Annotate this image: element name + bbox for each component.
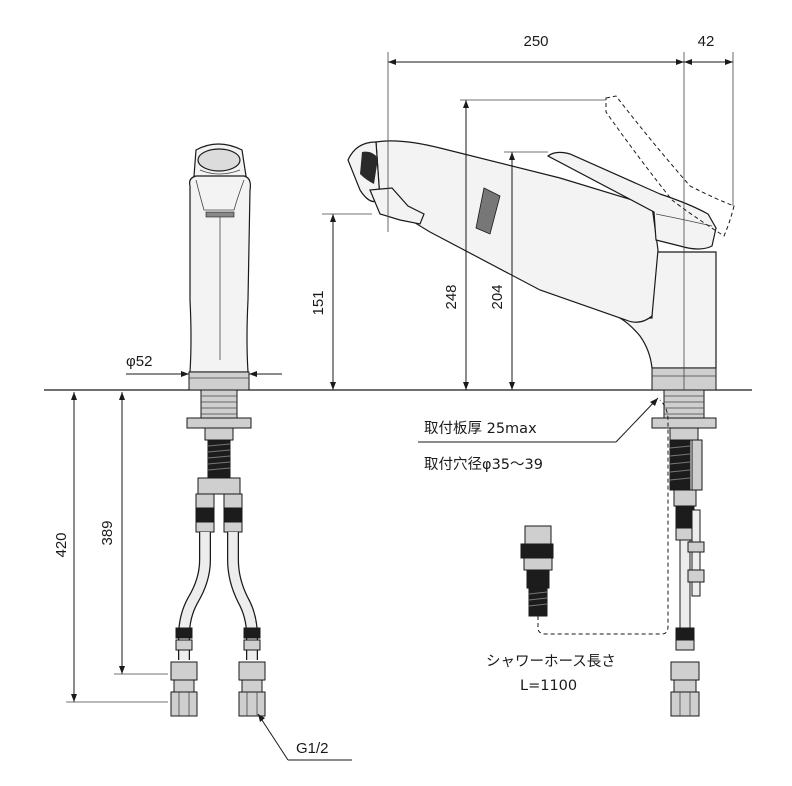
side-view — [347, 95, 735, 717]
dim-spout-height: 151 — [310, 213, 372, 390]
front-base-ring — [188, 371, 250, 391]
side-nut — [670, 661, 700, 681]
side-spout — [375, 140, 659, 323]
dim-handle-offset-label: 42 — [698, 33, 715, 50]
thread-size-label: G1/2 — [296, 740, 329, 757]
thread-callout: G1/2 — [257, 713, 352, 761]
dim-hose-total-label: 420 — [53, 532, 70, 557]
shower-hose-path — [537, 399, 669, 635]
shower-hose-accessory — [520, 399, 669, 635]
dim-base-diameter: φ52 — [126, 353, 282, 377]
dim-spout-height-label: 151 — [310, 290, 327, 315]
dim-hose-total: 420 — [53, 392, 168, 703]
dim-spout-reach-label: 250 — [523, 33, 548, 50]
dim-hose-fitting: 389 — [99, 392, 168, 675]
dim-base-diameter-label: φ52 — [126, 353, 152, 370]
shower-hose-label: シャワーホース長さ — [486, 653, 616, 670]
shower-hose-length: L=1100 — [520, 678, 577, 694]
front-handle-top — [197, 148, 241, 172]
side-body-column — [617, 251, 717, 369]
dim-overall-height: 204 — [489, 151, 548, 390]
side-lever-raised — [605, 95, 735, 237]
mounting-callout: 取付板厚 25max 取付穴径φ35～39 — [418, 397, 659, 473]
side-lever — [546, 151, 717, 250]
dim-hose-fitting-label: 389 — [99, 520, 116, 545]
dim-overall-height-label: 204 — [489, 284, 506, 309]
dim-overall-height-extended: 248 — [443, 99, 606, 390]
front-view — [170, 143, 266, 717]
dim-overall-height-extended-label: 248 — [443, 284, 460, 309]
dim-spout-reach: 250 — [387, 33, 734, 390]
front-nut-right — [238, 661, 266, 681]
counter-thickness-note: 取付板厚 25max — [424, 419, 537, 437]
front-nut-left — [170, 661, 198, 681]
dim-handle-offset: 42 — [684, 33, 733, 65]
mount-hole-note: 取付穴径φ35～39 — [424, 456, 543, 473]
